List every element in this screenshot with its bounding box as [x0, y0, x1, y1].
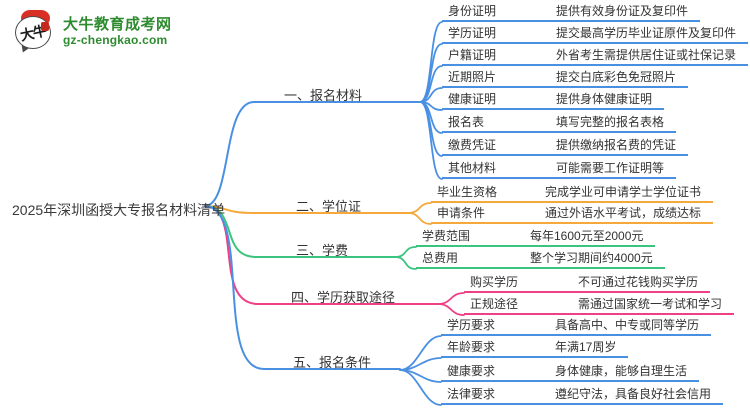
node-row[interactable]: 毕业生资格 完成学业可申请学士学位证书 — [431, 185, 714, 203]
node-label: 年龄要求 — [447, 340, 496, 354]
node-row[interactable]: 健康证明 提供身体健康证明 — [442, 92, 665, 110]
node-label: 户籍证明 — [448, 48, 497, 62]
node-row[interactable]: 学费范围 每年1600元至2000元 — [416, 229, 656, 247]
node-row[interactable]: 健康要求 身体健康，能够自理生活 — [441, 364, 700, 382]
node-desc: 具备高中、中专或同等学历 — [555, 318, 700, 332]
node-desc: 填写完整的报名表格 — [556, 115, 665, 129]
node-label: 缴费凭证 — [448, 138, 497, 152]
node-desc: 不可通过花钱购买学历 — [578, 275, 699, 289]
node-desc: 年满17周岁 — [555, 340, 617, 354]
logo-bull-icon: 大牛 — [12, 9, 56, 55]
central-topic[interactable]: 2025年深圳函授大专报名材料清单 — [12, 202, 226, 218]
node-row[interactable]: 申请条件 通过外语水平考试，成绩达标 — [431, 206, 714, 224]
node-desc: 每年1600元至2000元 — [530, 229, 644, 243]
node-label: 报名表 — [448, 115, 485, 129]
node-label: 近期照片 — [448, 70, 497, 84]
node-label: 健康证明 — [448, 92, 497, 106]
logo-text: 大牛教育成考网 gz-chengkao.com — [63, 16, 172, 47]
node-row[interactable]: 近期照片 提交白底彩色免冠照片 — [442, 70, 689, 88]
site-logo[interactable]: 大牛 大牛教育成考网 gz-chengkao.com — [12, 9, 172, 55]
branch-5-connector — [204, 205, 401, 370]
node-row[interactable]: 学历证明 提交最高学历毕业证原件及复印件 — [442, 26, 749, 44]
node-row[interactable]: 年龄要求 年满17周岁 — [441, 340, 629, 358]
node-row[interactable]: 其他材料 可能需要工作证明等 — [442, 161, 677, 179]
node-row[interactable]: 户籍证明 外省考生需提供居住证或社保记录 — [442, 48, 749, 66]
node-label: 申请条件 — [437, 206, 486, 220]
node-label: 法律要求 — [447, 387, 496, 401]
node-desc: 外省考生需提供居住证或社保记录 — [556, 48, 737, 62]
node-label: 学历要求 — [447, 318, 496, 332]
node-desc: 可能需要工作证明等 — [556, 161, 665, 175]
speech-bubble: 大牛 — [15, 16, 51, 49]
node-label: 学费范围 — [422, 229, 471, 243]
node-desc: 提交最高学历毕业证原件及复印件 — [556, 26, 737, 40]
branch-1-connector — [204, 101, 421, 207]
node-row[interactable]: 总费用 整个学习期间约4000元 — [416, 251, 665, 269]
node-desc: 提供缴纳报名费的凭证 — [556, 138, 677, 152]
node-row[interactable]: 法律要求 遵纪守法，具备良好社会信用 — [441, 387, 724, 405]
red-seal-icon — [41, 22, 49, 31]
node-desc: 通过外语水平考试，成绩达标 — [545, 206, 702, 220]
node-desc: 需通过国家统一考试和学习 — [578, 297, 723, 311]
node-label: 身份证明 — [448, 4, 497, 18]
node-desc: 身体健康，能够自理生活 — [555, 364, 688, 378]
node-desc: 提供有效身份证及复印件 — [556, 4, 689, 18]
site-domain: gz-chengkao.com — [63, 32, 168, 47]
node-row[interactable]: 报名表 填写完整的报名表格 — [442, 115, 677, 133]
branch-5-label[interactable]: 五、报名条件 — [293, 355, 372, 370]
site-name: 大牛教育成考网 — [63, 16, 172, 34]
node-desc: 提供身体健康证明 — [556, 92, 653, 106]
node-row[interactable]: 缴费凭证 提供缴纳报名费的凭证 — [442, 138, 689, 156]
node-label: 学历证明 — [448, 26, 497, 40]
node-desc: 整个学习期间约4000元 — [530, 251, 653, 265]
branch-4-label[interactable]: 四、学历获取途径 — [291, 290, 396, 305]
node-desc: 遵纪守法，具备良好社会信用 — [555, 387, 712, 401]
node-row[interactable]: 购买学历 不可通过花钱购买学历 — [464, 275, 711, 293]
node-label: 其他材料 — [448, 161, 497, 175]
node-desc: 提交白底彩色免冠照片 — [556, 70, 677, 84]
node-desc: 完成学业可申请学士学位证书 — [545, 185, 702, 199]
node-label: 毕业生资格 — [437, 185, 498, 199]
node-label: 健康要求 — [447, 364, 496, 378]
branch-1-label[interactable]: 一、报名材料 — [284, 88, 363, 103]
node-row[interactable]: 正规途径 需通过国家统一考试和学习 — [464, 297, 735, 315]
node-label: 正规途径 — [470, 297, 519, 311]
node-label: 购买学历 — [470, 275, 519, 289]
branch-3-label[interactable]: 三、学费 — [296, 243, 349, 258]
branch-2-label[interactable]: 二、学位证 — [296, 199, 362, 214]
node-row[interactable]: 身份证明 提供有效身份证及复印件 — [442, 4, 701, 22]
node-row[interactable]: 学历要求 具备高中、中专或同等学历 — [441, 318, 712, 336]
node-label: 总费用 — [422, 251, 459, 265]
